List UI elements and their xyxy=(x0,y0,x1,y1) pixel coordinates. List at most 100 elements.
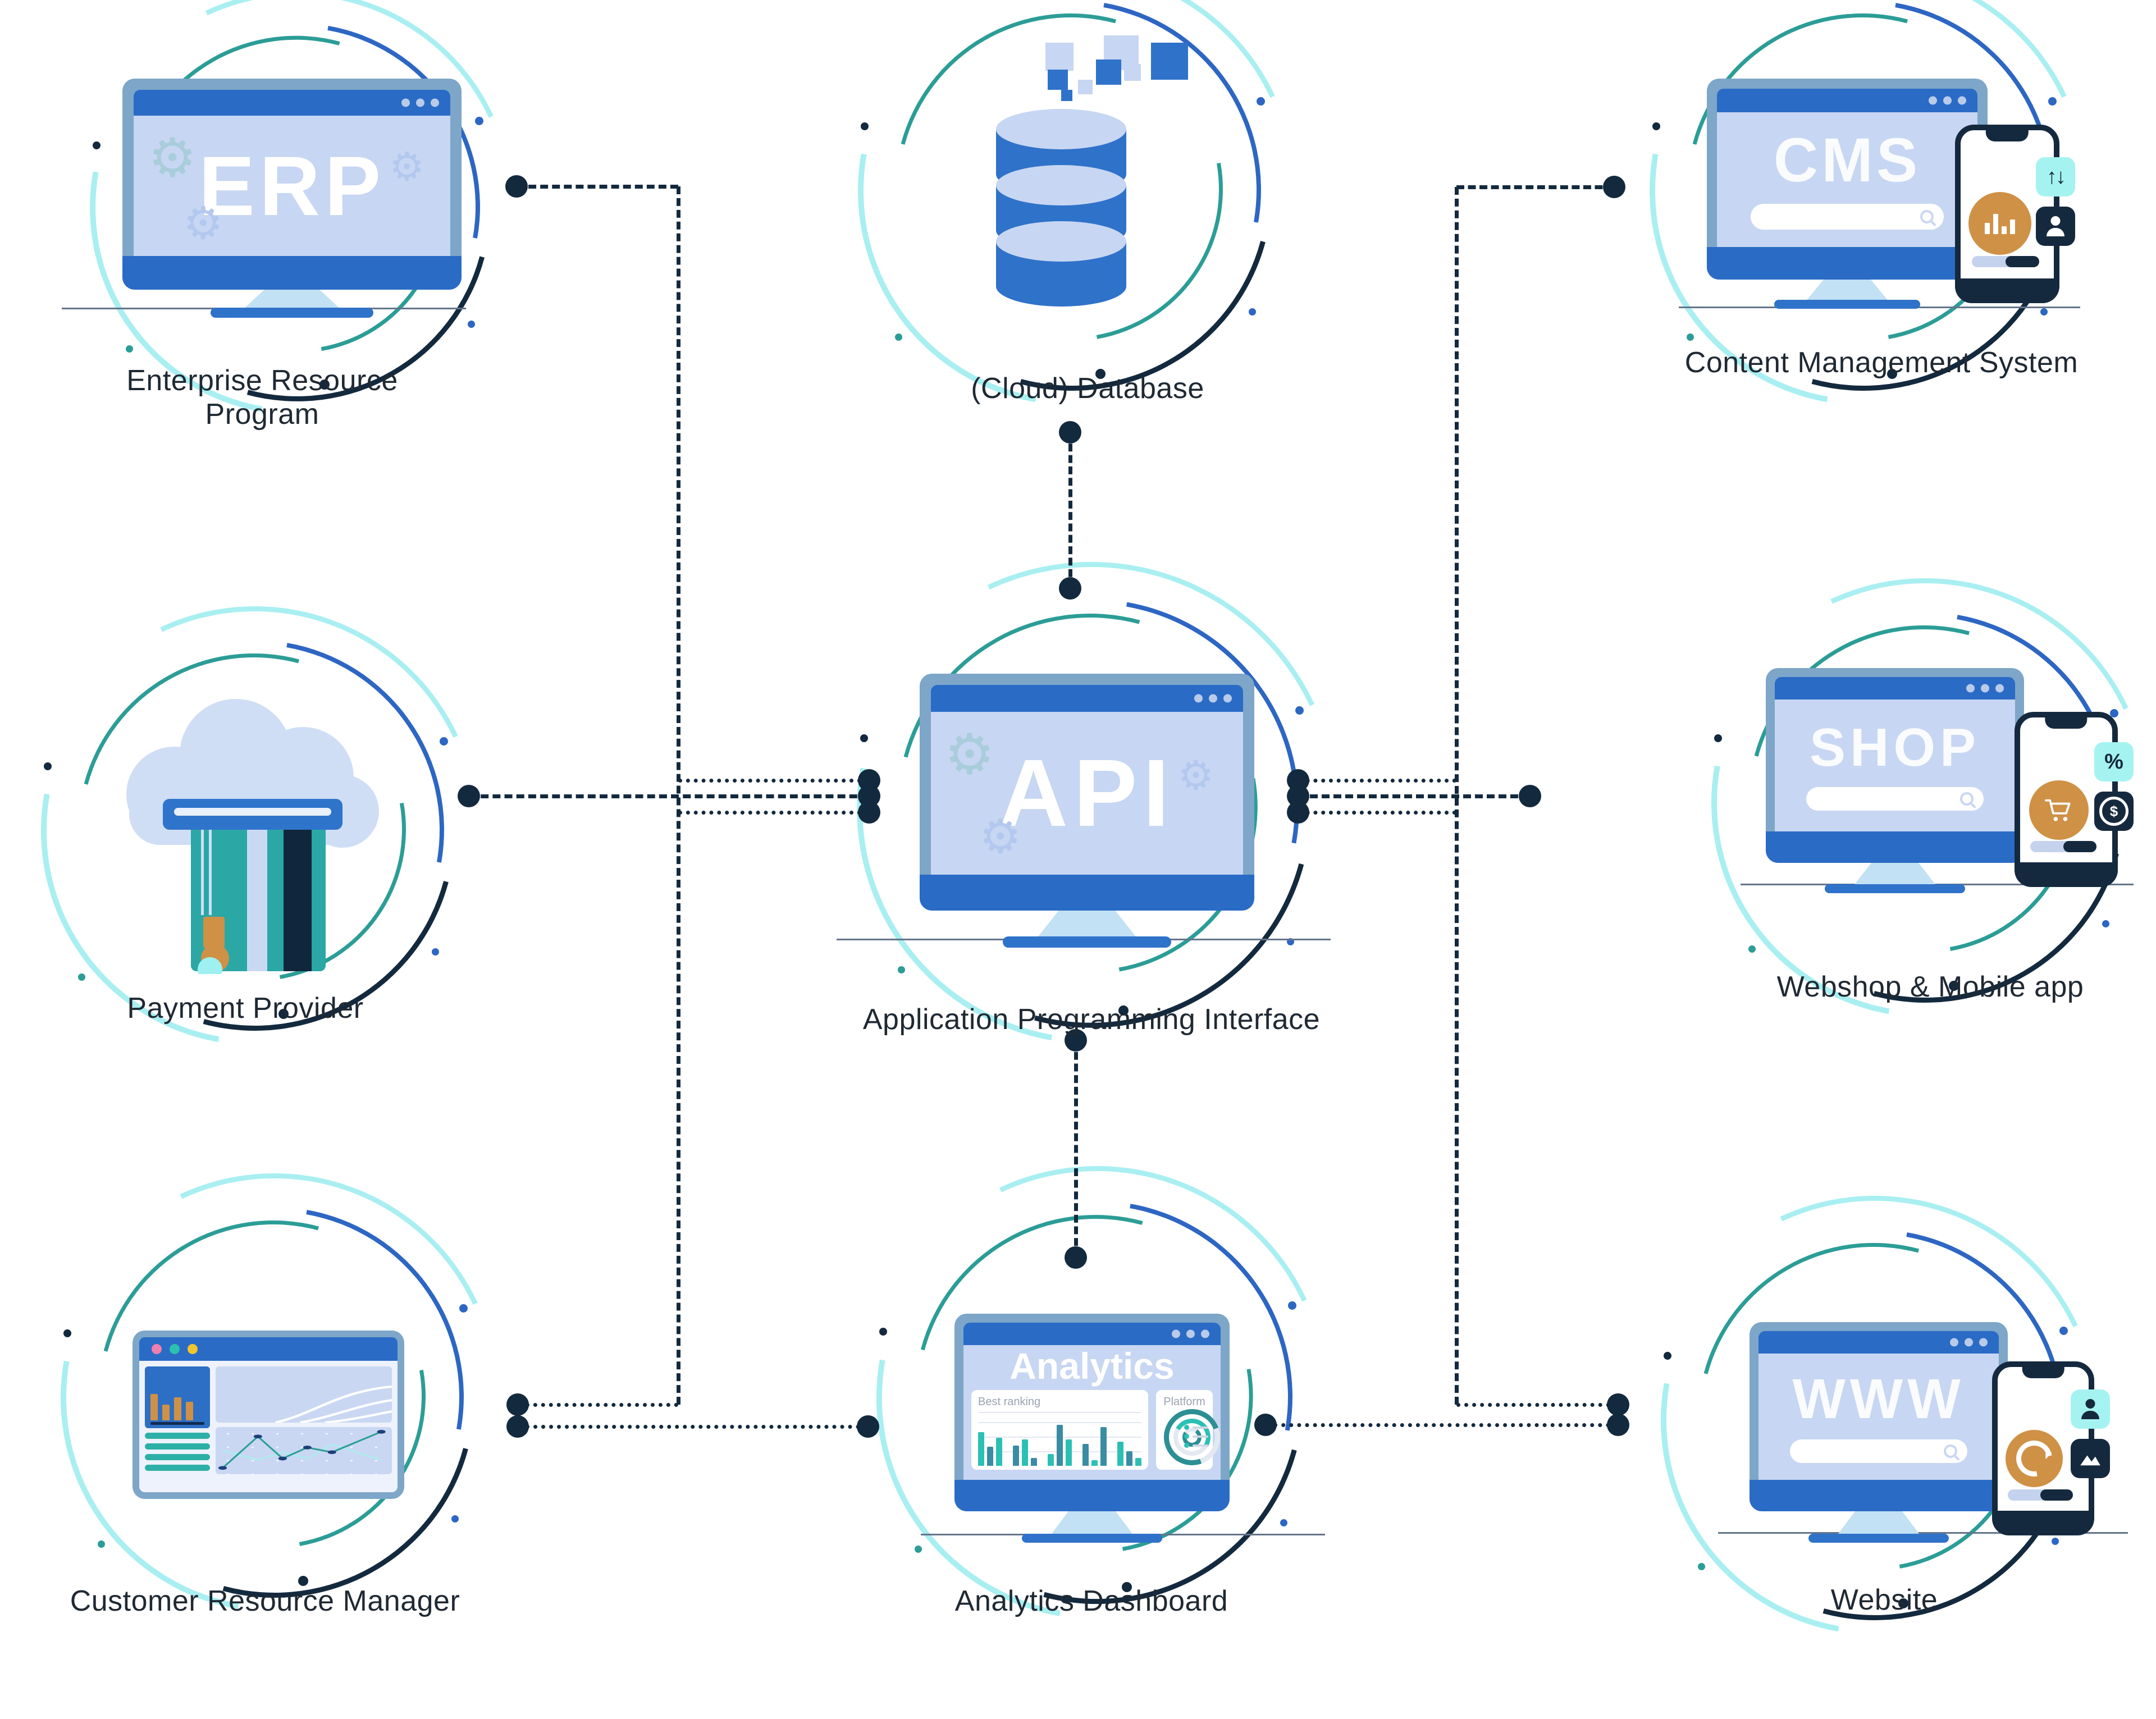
window-dot-yellow xyxy=(188,1344,198,1354)
webshop-monitor: SHOP xyxy=(1766,668,2024,893)
monitor-base xyxy=(1003,936,1171,948)
progress-bar xyxy=(2008,1489,2073,1501)
phone-notch xyxy=(2022,1366,2064,1378)
window-controls-icon xyxy=(1966,684,2004,693)
connector-endpoint-dot xyxy=(458,785,480,807)
ranking-bar xyxy=(1022,1439,1028,1466)
gear-icon: ⚙ xyxy=(1177,753,1214,798)
connector-line xyxy=(1456,1403,1618,1407)
bar-chart-icon xyxy=(1985,213,2015,234)
connector-line xyxy=(1298,779,1456,783)
monitor-stand xyxy=(1805,280,1889,302)
database-cylinder xyxy=(996,109,1126,307)
api-monitor: ⚙ ⚙ ⚙ API xyxy=(920,674,1254,948)
ranking-bar xyxy=(1082,1444,1089,1466)
webshop-label: Webshop & Mobile app xyxy=(1776,971,2084,1003)
analytics-monitor: Analytics Best ranking Platform xyxy=(954,1314,1230,1543)
crm-bar-chart xyxy=(145,1366,210,1428)
connector-endpoint-dot xyxy=(1287,785,1309,807)
crm-bar xyxy=(174,1397,181,1420)
search-icon xyxy=(1944,1444,1958,1458)
crm-bar xyxy=(150,1393,158,1420)
ranking-bar xyxy=(996,1438,1002,1466)
window-controls-icon xyxy=(1172,1329,1209,1338)
crm-list-row xyxy=(145,1465,210,1471)
search-bar xyxy=(1806,787,1984,811)
contact-person-icon xyxy=(2036,207,2075,246)
cart-app-icon xyxy=(2029,780,2089,840)
ranking-bar-chart xyxy=(978,1418,1141,1466)
crm-line-chart xyxy=(216,1427,392,1474)
platform-legend xyxy=(1184,1425,1208,1452)
connector-endpoint-dot xyxy=(1519,785,1541,807)
database-icon xyxy=(996,35,1188,307)
crm-list-row xyxy=(145,1454,210,1460)
monitor-base xyxy=(1825,884,1965,893)
window-controls-icon xyxy=(1194,694,1232,703)
ranking-card: Best ranking xyxy=(971,1390,1148,1470)
erp-screen-text: ERP xyxy=(198,139,386,233)
connector-endpoint-dot xyxy=(506,1415,529,1438)
monitor-base xyxy=(211,308,373,318)
phone-bottom xyxy=(2015,862,2118,887)
connector-endpoint-dot xyxy=(1065,1029,1087,1051)
shop-screen-text: SHOP xyxy=(1809,717,1981,778)
connector-line xyxy=(678,811,869,815)
platform-card-title: Platform xyxy=(1163,1396,1205,1408)
www-screen-text: WWW xyxy=(1792,1367,1965,1430)
crm-list-row xyxy=(145,1433,210,1439)
card-slot xyxy=(163,799,342,830)
analytics-label: Analytics Dashboard xyxy=(954,1585,1228,1617)
connector-line xyxy=(678,779,869,783)
ranking-bar xyxy=(1135,1458,1141,1466)
api-label: Application Programming Interface xyxy=(862,1003,1321,1036)
connector-lines xyxy=(458,175,1629,1438)
payment-provider-icon xyxy=(126,699,379,974)
credit-card-icon xyxy=(191,820,326,974)
website-label: Website xyxy=(1830,1584,1938,1616)
window-dot-teal xyxy=(170,1344,180,1354)
connector-endpoint-dot xyxy=(1607,1393,1629,1416)
crm-window xyxy=(133,1331,404,1499)
progress-bar xyxy=(1972,256,2039,267)
monitor-stand xyxy=(1853,863,1937,886)
connector-endpoint-dot xyxy=(1059,577,1081,600)
ranking-bar xyxy=(1048,1454,1054,1466)
connector-line xyxy=(1068,432,1072,588)
crm-list-row xyxy=(145,1443,210,1450)
search-bar xyxy=(1751,204,1944,230)
ranking-bar xyxy=(1100,1427,1107,1466)
connector-endpoint-dot xyxy=(1607,1414,1629,1436)
webshop-screen: SHOP xyxy=(1775,700,2015,831)
ranking-bar xyxy=(1013,1445,1019,1466)
connector-endpoint-dot xyxy=(505,175,528,198)
erp-monitor: ⚙ ⚙ ⚙ ERP xyxy=(122,79,462,318)
ranking-bar xyxy=(1066,1439,1072,1466)
connector-endpoint-dot xyxy=(506,1393,529,1416)
monitor-stand xyxy=(1837,1511,1921,1536)
database-label: (Cloud) Database xyxy=(971,372,1204,405)
ranking-bar xyxy=(978,1432,984,1466)
connector-line xyxy=(518,1425,868,1429)
ranking-bar xyxy=(1117,1442,1123,1466)
monitor-stand xyxy=(1050,1511,1134,1536)
connector-line xyxy=(1456,185,1614,189)
shopping-cart-icon xyxy=(2045,799,2071,821)
webshop-phone: % $ xyxy=(2015,712,2134,887)
crm-bar xyxy=(162,1404,170,1420)
window-controls-icon xyxy=(1929,96,1966,105)
crm-wave-panel xyxy=(216,1366,392,1423)
gear-icon: ⚙ xyxy=(944,723,995,786)
connector-line xyxy=(1298,794,1530,798)
monitor-stand xyxy=(1036,911,1138,939)
cms-label: Content Management System xyxy=(1684,346,2079,379)
erp-label: Enterprise Resource Program xyxy=(126,364,398,431)
gear-icon: ⚙ xyxy=(389,145,424,189)
percent-discount-icon: % xyxy=(2094,742,2134,781)
integration-diagram: ⚙ ⚙ ⚙ ERP Enterprise Resource Program xyxy=(0,0,2156,1617)
platform-card: Platform xyxy=(1154,1390,1221,1475)
dollar-coin-icon: $ xyxy=(2094,792,2134,831)
refresh-app-icon xyxy=(2006,1430,2063,1487)
analytics-screen-text: Analytics xyxy=(1010,1345,1175,1387)
payment-label: Payment Provider xyxy=(127,992,364,1025)
